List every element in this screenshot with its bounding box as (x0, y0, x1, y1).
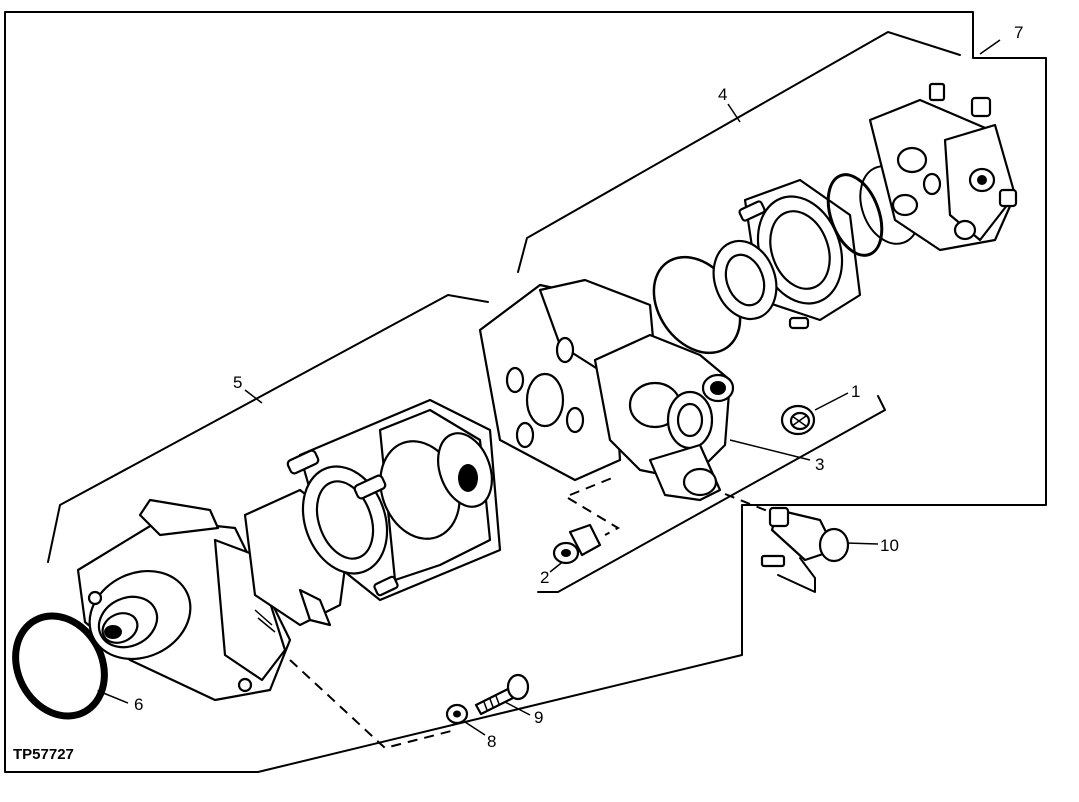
front-flange (76, 498, 292, 702)
callout-2: 2 (540, 568, 549, 587)
callout-1: 1 (851, 382, 860, 401)
rear-end-cover (868, 82, 1018, 252)
callout-6: 6 (134, 695, 143, 714)
callout-5: 5 (233, 373, 242, 392)
callout-3: 3 (815, 455, 824, 474)
o-ring-part-6 (12, 612, 108, 720)
leader-8 (464, 721, 486, 736)
callout-8: 8 (487, 732, 496, 751)
rear-gear-section (712, 178, 862, 330)
callout-4: 4 (718, 85, 727, 104)
sensor-part-10 (760, 506, 850, 593)
alignment-dashed-line-2 (567, 477, 621, 536)
bracket-section-5 (47, 294, 489, 563)
bracket-section-4 (517, 31, 961, 273)
front-gear-pump-section (286, 398, 502, 627)
callout-9: 9 (534, 708, 543, 727)
fitting-part-2 (552, 523, 602, 565)
leader-1 (814, 392, 849, 411)
callout-10: 10 (880, 536, 899, 555)
leader-4 (727, 103, 741, 123)
alignment-dashed-line-10 (724, 493, 771, 513)
leader-5 (244, 389, 263, 404)
leader-9 (504, 701, 531, 716)
bolt-part-9 (474, 673, 530, 716)
figure-id: TP57727 (13, 746, 74, 763)
middle-pump-housing (478, 278, 735, 502)
alignment-dashed-line-8 (289, 659, 456, 750)
washer-part-8 (445, 703, 469, 725)
leader-3 (729, 439, 811, 461)
plug-part-1 (780, 404, 816, 436)
bracket-section-3 (537, 395, 886, 593)
assembly-boundary-line (4, 11, 1047, 773)
leader-7 (979, 39, 1001, 55)
leader-10 (845, 542, 879, 545)
callout-7: 7 (1014, 23, 1023, 42)
